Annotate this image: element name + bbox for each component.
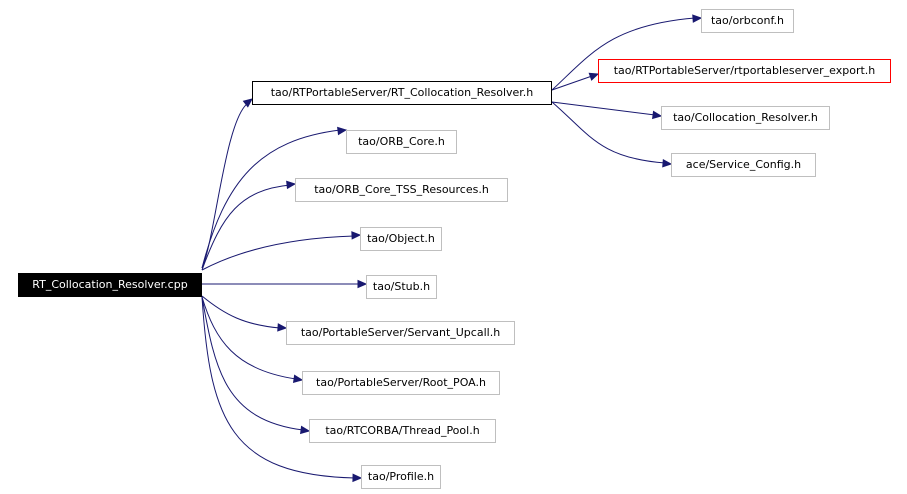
edge-hub-to-export [551,75,593,91]
edge-hub-to-orbconf [551,17,696,91]
edge-root-to-tss [201,184,291,271]
edge-root-to-object [201,235,355,271]
edge-root-to-thread-pool [201,296,304,431]
node-rtportableserver-export-h[interactable]: tao/RTPortableServer/rtportableserver_ex… [598,59,891,83]
node-thread-pool-h[interactable]: tao/RTCORBA/Thread_Pool.h [309,419,496,443]
node-object-h[interactable]: tao/Object.h [360,227,442,251]
edge-root-to-thread-pool-arrowhead [300,425,311,435]
edge-root-to-orb-core [201,129,341,269]
edge-root-to-hub [201,102,249,269]
node-rt-collocation-resolver-h[interactable]: tao/RTPortableServer/RT_Collocation_Reso… [252,81,552,105]
edge-hub-to-export-arrowhead [588,72,600,81]
node-rt-collocation-resolver-cpp[interactable]: RT_Collocation_Resolver.cpp [18,273,202,297]
edge-root-to-hub-arrowhead [242,98,253,108]
edge-root-to-profile-arrowhead [352,473,363,483]
edge-hub-to-collocation-resolver-arrowhead [652,110,663,120]
edge-root-to-servant-upcall [201,295,281,329]
edge-root-to-servant-upcall-arrowhead [277,323,288,332]
node-orb-core-tss-resources-h[interactable]: tao/ORB_Core_TSS_Resources.h [295,178,508,202]
edge-root-to-orb-core-arrowhead [337,126,348,136]
edge-hub-to-collocation-resolver [551,101,656,116]
edge-root-to-root-poa [201,296,297,380]
edge-root-to-stub-arrowhead [357,279,368,289]
edge-root-to-root-poa-arrowhead [292,374,304,383]
edge-root-to-tss-arrowhead [286,180,297,190]
node-orb-core-h[interactable]: tao/ORB_Core.h [346,130,457,154]
node-profile-h[interactable]: tao/Profile.h [361,465,441,489]
node-collocation-resolver-h[interactable]: tao/Collocation_Resolver.h [661,106,830,130]
node-root-poa-h[interactable]: tao/PortableServer/Root_POA.h [302,371,500,395]
node-servant-upcall-h[interactable]: tao/PortableServer/Servant_Upcall.h [286,321,515,345]
node-orbconf-h[interactable]: tao/orbconf.h [701,9,794,33]
edge-hub-to-service-config-arrowhead [662,159,673,168]
node-stub-h[interactable]: tao/Stub.h [366,275,437,299]
node-service-config-h[interactable]: ace/Service_Config.h [671,153,816,177]
edge-root-to-object-arrowhead [351,231,362,240]
edge-root-to-profile [201,296,356,479]
edge-hub-to-service-config [551,101,666,164]
edge-hub-to-orbconf-arrowhead [692,14,703,23]
